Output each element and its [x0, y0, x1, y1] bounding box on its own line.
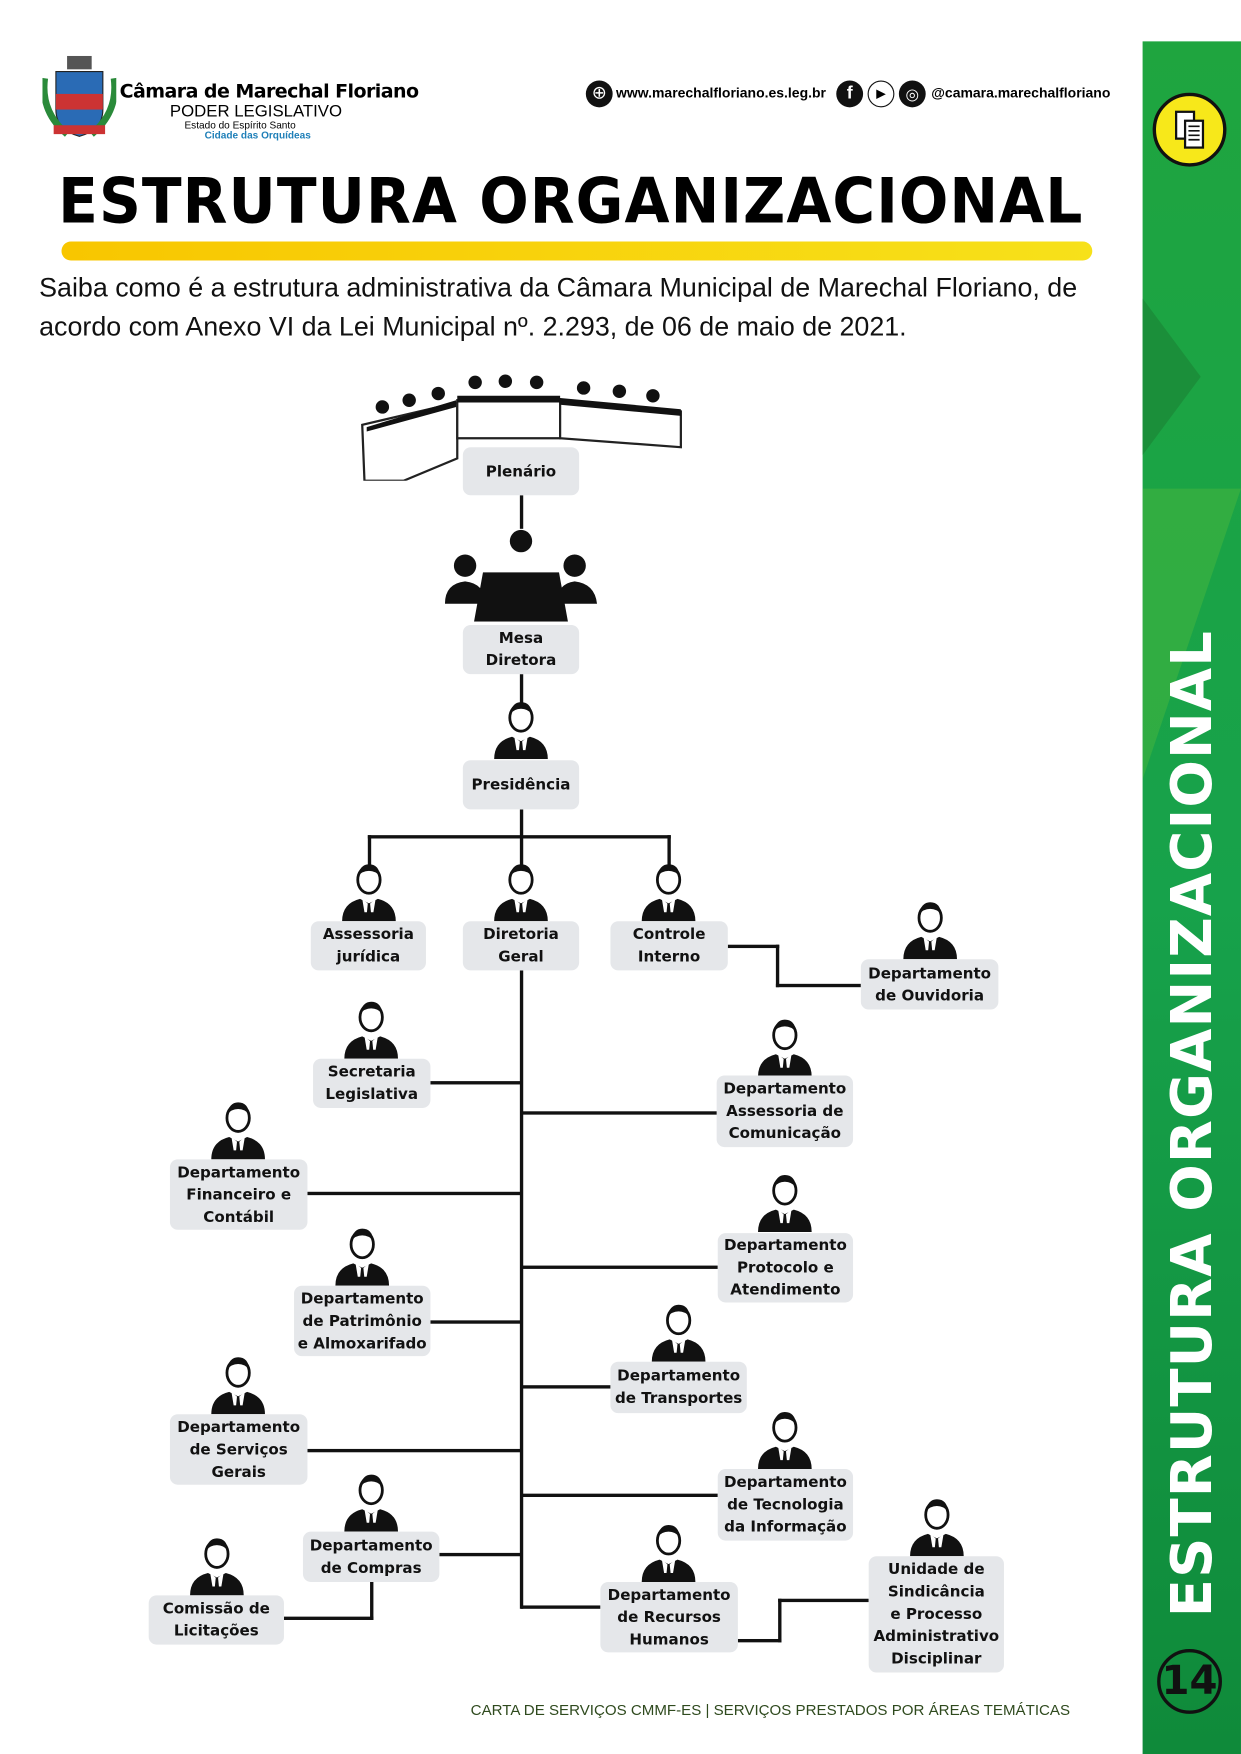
municipal-coat-of-arms-logo: [40, 55, 118, 141]
connector: [519, 674, 524, 706]
org-node-mesa-diretora[interactable]: Mesa Diretora: [462, 624, 580, 675]
person-icon: [342, 1474, 400, 1532]
org-node-comunicacao[interactable]: Departamento Assessoria de Comunicação: [716, 1075, 854, 1148]
person-icon: [756, 1411, 814, 1470]
globe-icon: ⊕: [585, 80, 613, 108]
connector: [367, 835, 372, 867]
title-underline: [61, 241, 1093, 261]
org-node-plenario[interactable]: Plenário: [462, 447, 580, 496]
connector: [737, 1638, 782, 1643]
org-node-financeiro[interactable]: Departamento Financeiro e Contábil: [169, 1159, 308, 1230]
connector: [520, 1111, 718, 1115]
connector: [778, 1598, 869, 1603]
person-icon: [342, 1001, 400, 1059]
connector: [430, 1320, 521, 1324]
person-icon: [188, 1537, 246, 1596]
person-icon: [639, 863, 697, 922]
person-icon: [639, 1524, 697, 1582]
social-handle[interactable]: @camara.marechalfloriano: [931, 84, 1111, 101]
org-node-presidencia[interactable]: Presidência: [462, 760, 580, 810]
main-spine: [519, 970, 524, 1609]
connector: [367, 835, 671, 839]
connector: [439, 1552, 521, 1557]
connector: [778, 1598, 782, 1643]
org-node-compras[interactable]: Departamento de Compras: [302, 1531, 440, 1582]
person-icon: [209, 1101, 267, 1160]
org-node-secretaria-legislativa[interactable]: Secretaria Legislativa: [313, 1058, 431, 1108]
connector: [307, 1448, 521, 1453]
intro-text: Saiba como é a estrutura administrativa …: [39, 272, 1078, 343]
person-icon: [209, 1356, 267, 1415]
connector: [520, 1265, 718, 1269]
footer-text: CARTA DE SERVIÇOS CMMF-ES | SERVIÇOS PRE…: [470, 1701, 1071, 1719]
person-icon: [901, 901, 959, 960]
youtube-icon[interactable]: ▶: [867, 80, 895, 108]
person-icon: [333, 1228, 391, 1286]
connector: [519, 495, 524, 529]
person-icon: [650, 1304, 708, 1362]
connector: [667, 835, 671, 867]
mesa-illustration: [444, 528, 598, 622]
org-node-transportes[interactable]: Departamento de Transportes: [610, 1361, 747, 1414]
org-node-assessoria-juridica[interactable]: Assessoria jurídica: [310, 921, 426, 971]
org-name: Câmara de Marechal Floriano: [119, 80, 419, 103]
connector: [520, 1605, 601, 1609]
org-node-ouvidoria[interactable]: Departamento de Ouvidoria: [860, 959, 999, 1010]
connector: [283, 1616, 374, 1620]
section-sidebar: [1142, 41, 1241, 1754]
connector: [520, 1385, 611, 1389]
org-node-diretoria-geral[interactable]: Diretoria Geral: [462, 921, 580, 971]
connector: [775, 983, 861, 988]
instagram-icon[interactable]: ◎: [898, 80, 926, 108]
connector: [430, 1081, 521, 1085]
state-name: Estado do Espírito Santo: [184, 119, 296, 131]
page-number: 14: [1157, 1649, 1222, 1714]
connector: [520, 1493, 718, 1498]
connector: [775, 944, 780, 988]
page-title: ESTRUTURA ORGANIZACIONAL: [58, 165, 1084, 239]
slogan: Cidade das Orquídeas: [204, 129, 311, 141]
org-node-tecnologia[interactable]: Departamento de Tecnologia da Informação: [717, 1469, 854, 1541]
connector: [307, 1191, 521, 1196]
org-node-protocolo[interactable]: Departamento Protocolo e Atendimento: [717, 1233, 854, 1303]
person-icon: [756, 1174, 814, 1233]
branch-name: PODER LEGISLATIVO: [169, 101, 343, 121]
org-node-patrimonio[interactable]: Departamento de Patrimônio e Almoxarifad…: [294, 1285, 431, 1357]
person-icon: [492, 863, 550, 922]
person-icon: [756, 1018, 814, 1077]
org-node-licitacoes[interactable]: Comissão de Licitações: [148, 1595, 284, 1645]
org-node-controle-interno[interactable]: Controle Interno: [610, 921, 728, 971]
document-icon: [1152, 92, 1227, 167]
org-node-sindicancia[interactable]: Unidade de Sindicância e Processo Admini…: [868, 1556, 1004, 1673]
connector: [370, 1581, 374, 1620]
facebook-icon[interactable]: f: [836, 80, 864, 108]
website-link[interactable]: www.marechalfloriano.es.leg.br: [616, 84, 826, 101]
org-node-recursos-humanos[interactable]: Departamento de Recursos Humanos: [600, 1581, 738, 1653]
person-icon: [908, 1498, 966, 1557]
sidebar-title: ESTRUTURA ORGANIZACIONAL: [1159, 629, 1225, 1618]
person-icon: [492, 701, 550, 760]
org-node-servicos-gerais[interactable]: Departamento de Serviços Gerais: [169, 1414, 308, 1485]
plenary-illustration: [360, 369, 684, 482]
person-icon: [340, 863, 398, 922]
connector: [727, 944, 780, 949]
